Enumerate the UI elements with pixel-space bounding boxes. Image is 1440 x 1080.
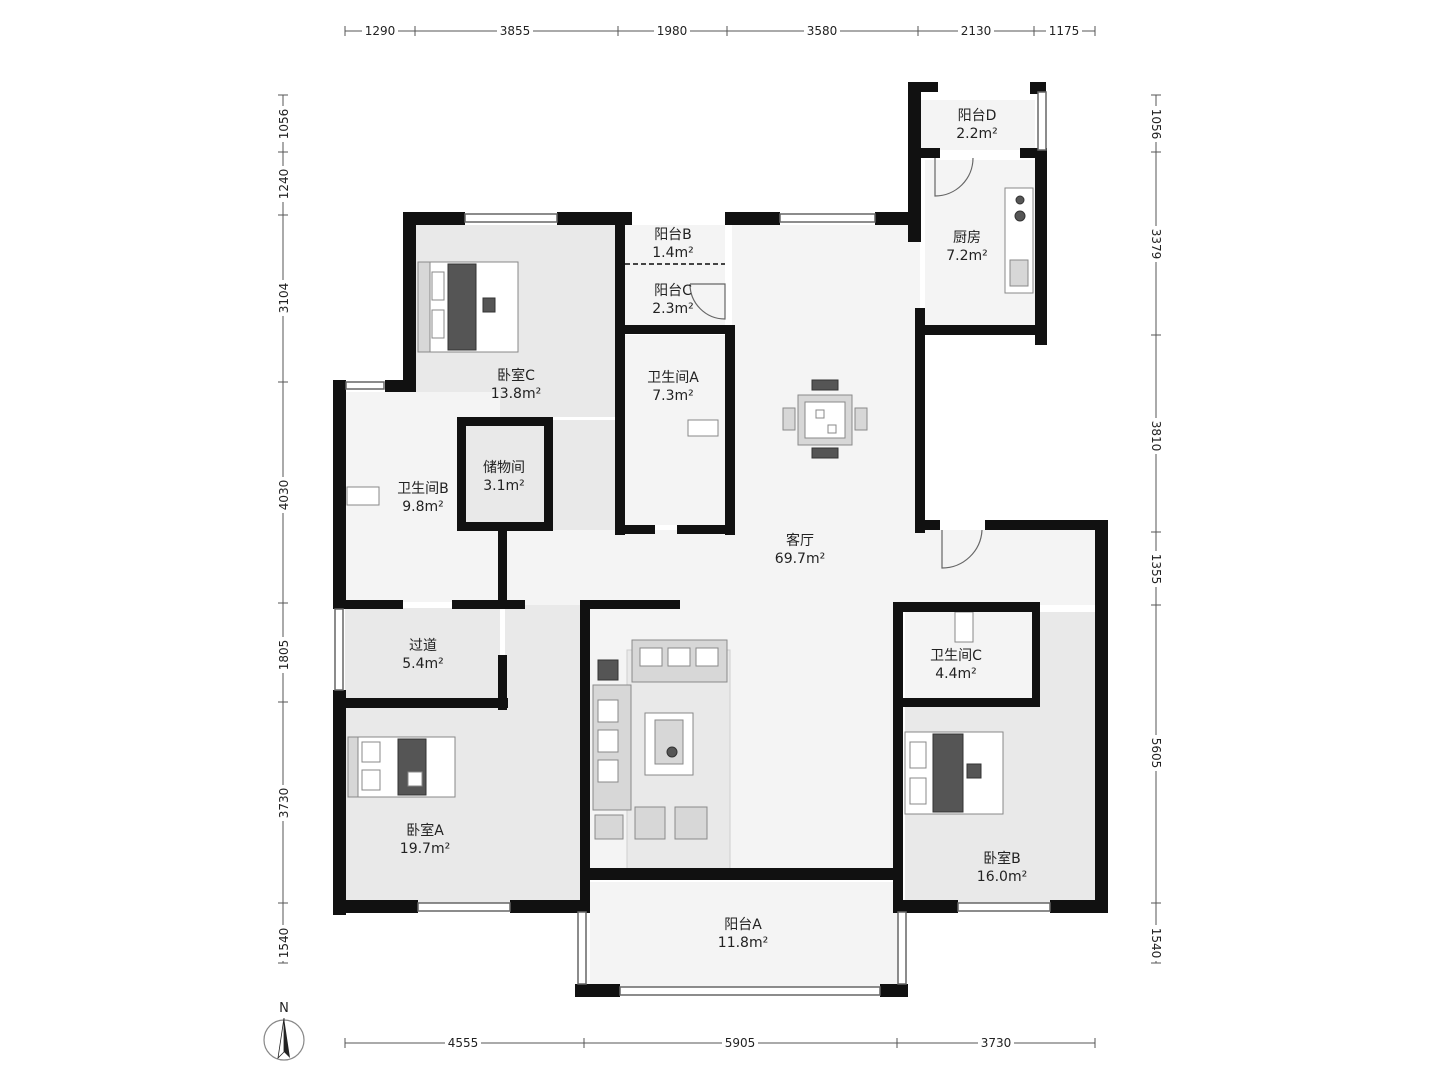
dim-top-5: 2130 bbox=[961, 24, 992, 38]
room-area-corridor: 5.4m² bbox=[402, 656, 444, 672]
north-arrow-icon bbox=[284, 1018, 290, 1058]
room-area-bathroom-c: 4.4m² bbox=[935, 666, 977, 682]
compass: N bbox=[263, 1001, 305, 1061]
bed-icon bbox=[417, 261, 519, 353]
dim-left-3: 3104 bbox=[277, 283, 291, 314]
dim-left-4: 4030 bbox=[277, 480, 291, 511]
dimension-top: 1290 3855 1980 3580 2130 1175 bbox=[344, 22, 1096, 38]
dim-left-1: 1056 bbox=[277, 109, 291, 140]
dim-right-6: 1540 bbox=[1149, 928, 1163, 959]
room-area-bedroom-b: 16.0m² bbox=[977, 869, 1027, 885]
dim-left-2: 1240 bbox=[277, 169, 291, 200]
room-label-bedroom-c: 卧室C bbox=[497, 367, 535, 384]
dining-table-icon bbox=[782, 379, 868, 459]
dimension-bottom: 4555 5905 3730 bbox=[344, 1034, 1096, 1050]
dim-left-5: 1805 bbox=[277, 640, 291, 671]
dim-left-7: 1540 bbox=[277, 928, 291, 959]
room-area-bedroom-a: 19.7m² bbox=[400, 841, 450, 857]
room-label-balcony-c: 阳台C bbox=[654, 283, 692, 299]
room-labels: 阳台D 2.2m² 厨房 7.2m² 阳台B 1.4m² 阳台C 2.3m² 卧… bbox=[397, 108, 1027, 951]
dim-right-5: 5605 bbox=[1149, 738, 1163, 769]
kitchen-counter-icon bbox=[1004, 187, 1034, 294]
room-label-living: 客厅 bbox=[786, 532, 814, 549]
dim-top-3: 1980 bbox=[657, 24, 688, 38]
room-area-storage: 3.1m² bbox=[483, 478, 525, 494]
room-area-bedroom-c: 13.8m² bbox=[491, 386, 541, 402]
dim-right-3: 3810 bbox=[1149, 421, 1163, 452]
room-area-balcony-a: 11.8m² bbox=[718, 935, 768, 951]
room-area-bathroom-b: 9.8m² bbox=[402, 499, 444, 515]
dim-bottom-2: 5905 bbox=[725, 1036, 756, 1050]
compass-label: N bbox=[279, 1001, 289, 1016]
dim-right-1: 1056 bbox=[1149, 109, 1163, 140]
room-label-bathroom-c: 卫生间C bbox=[930, 648, 982, 664]
floors bbox=[345, 100, 1095, 987]
room-label-balcony-d: 阳台D bbox=[958, 108, 997, 124]
room-label-balcony-a: 阳台A bbox=[724, 917, 762, 933]
room-label-bathroom-b: 卫生间B bbox=[397, 481, 449, 497]
room-label-bedroom-a: 卧室A bbox=[406, 822, 444, 839]
dim-bottom-1: 4555 bbox=[448, 1036, 479, 1050]
toilet-icon bbox=[346, 486, 380, 506]
room-label-corridor: 过道 bbox=[409, 638, 437, 654]
sofa-icon bbox=[592, 639, 731, 871]
room-area-balcony-c: 2.3m² bbox=[652, 301, 694, 317]
toilet-icon bbox=[687, 419, 719, 437]
dim-right-4: 1355 bbox=[1149, 554, 1163, 585]
room-label-balcony-b: 阳台B bbox=[654, 227, 692, 243]
dim-bottom-3: 3730 bbox=[981, 1036, 1012, 1050]
furniture bbox=[346, 187, 1034, 871]
room-area-balcony-d: 2.2m² bbox=[956, 126, 998, 142]
room-label-kitchen: 厨房 bbox=[953, 230, 981, 246]
room-label-storage: 储物间 bbox=[483, 460, 525, 476]
room-area-balcony-b: 1.4m² bbox=[652, 245, 694, 261]
windows bbox=[334, 91, 1051, 996]
dim-top-1: 1290 bbox=[365, 24, 396, 38]
room-label-bathroom-a: 卫生间A bbox=[647, 370, 699, 386]
dimension-right: 1056 3379 3810 1355 5605 1540 bbox=[1148, 94, 1164, 964]
doors bbox=[689, 157, 983, 569]
dimension-left: 1056 1240 3104 4030 1805 3730 1540 bbox=[275, 94, 291, 964]
dim-top-6: 1175 bbox=[1049, 24, 1080, 38]
dim-right-2: 3379 bbox=[1149, 229, 1163, 260]
room-label-bedroom-b: 卧室B bbox=[983, 850, 1021, 867]
bed-icon bbox=[904, 731, 1004, 815]
room-area-kitchen: 7.2m² bbox=[946, 248, 988, 264]
dim-top-2: 3855 bbox=[500, 24, 531, 38]
walls bbox=[333, 82, 1108, 997]
room-area-living: 69.7m² bbox=[775, 551, 825, 567]
toilet-icon bbox=[954, 611, 974, 643]
dim-top-4: 3580 bbox=[807, 24, 838, 38]
bed-icon bbox=[347, 736, 456, 798]
dim-left-6: 3730 bbox=[277, 788, 291, 819]
room-area-bathroom-a: 7.3m² bbox=[652, 388, 694, 404]
